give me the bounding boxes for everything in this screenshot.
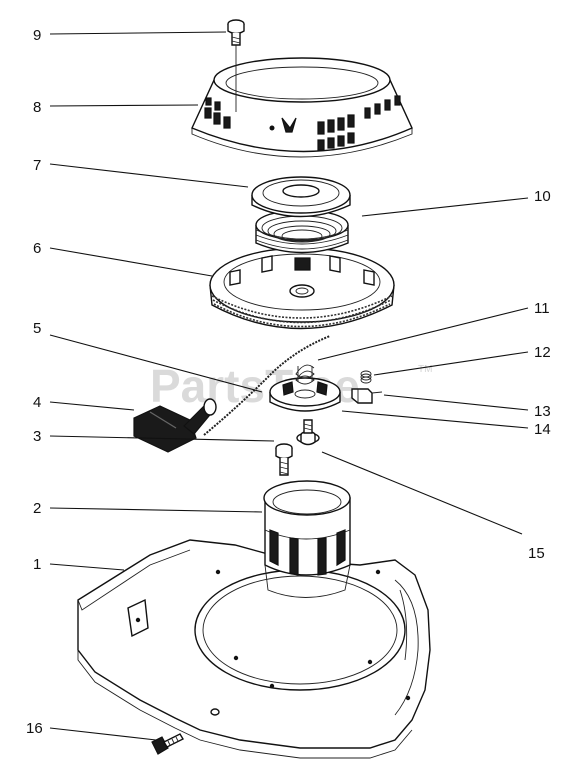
spring-part-11[interactable] [295, 364, 315, 385]
callout-2: 2 [33, 500, 41, 517]
callout-11: 11 [534, 300, 550, 317]
starter-rope-part-5[interactable] [203, 335, 331, 436]
screw-part-9[interactable] [227, 19, 245, 112]
watermark-trademark: TM [418, 364, 432, 375]
callout-5: 5 [33, 320, 41, 337]
screw-part-3[interactable] [275, 443, 293, 476]
starter-cup-part[interactable] [263, 480, 351, 598]
screw-part-16[interactable] [151, 733, 184, 755]
callout-15: 15 [528, 545, 545, 562]
screw-with-washer-part-15[interactable] [296, 419, 320, 446]
pawl-part-13[interactable] [351, 388, 383, 404]
ratchet-part-14[interactable] [269, 377, 341, 412]
recoil-spring-part-10[interactable] [255, 209, 349, 254]
callout-9: 9 [33, 27, 41, 44]
callout-4: 4 [33, 394, 41, 411]
callout-labels: 9 8 7 10 6 11 5 12 4 13 14 3 2 15 1 16 [26, 27, 551, 737]
callout-12: 12 [534, 344, 551, 361]
starter-handle-part-4[interactable] [133, 398, 217, 453]
leader-lines [49, 31, 529, 741]
callout-6: 6 [33, 240, 41, 257]
callout-1: 1 [33, 556, 41, 573]
callout-14: 14 [534, 421, 551, 438]
pulley-with-rope-part-6[interactable] [209, 247, 395, 330]
starter-cover-part-8[interactable] [191, 57, 413, 158]
callout-13: 13 [534, 403, 551, 420]
cover-vent-slots [204, 95, 401, 151]
blower-housing-part[interactable] [77, 539, 431, 759]
callout-10: 10 [534, 188, 551, 205]
callout-16: 16 [26, 720, 43, 737]
callout-7: 7 [33, 157, 41, 174]
small-spring-part-12[interactable] [360, 370, 372, 384]
callout-3: 3 [33, 428, 41, 445]
callout-8: 8 [33, 99, 41, 116]
spring-plate-part-7[interactable] [251, 176, 351, 218]
